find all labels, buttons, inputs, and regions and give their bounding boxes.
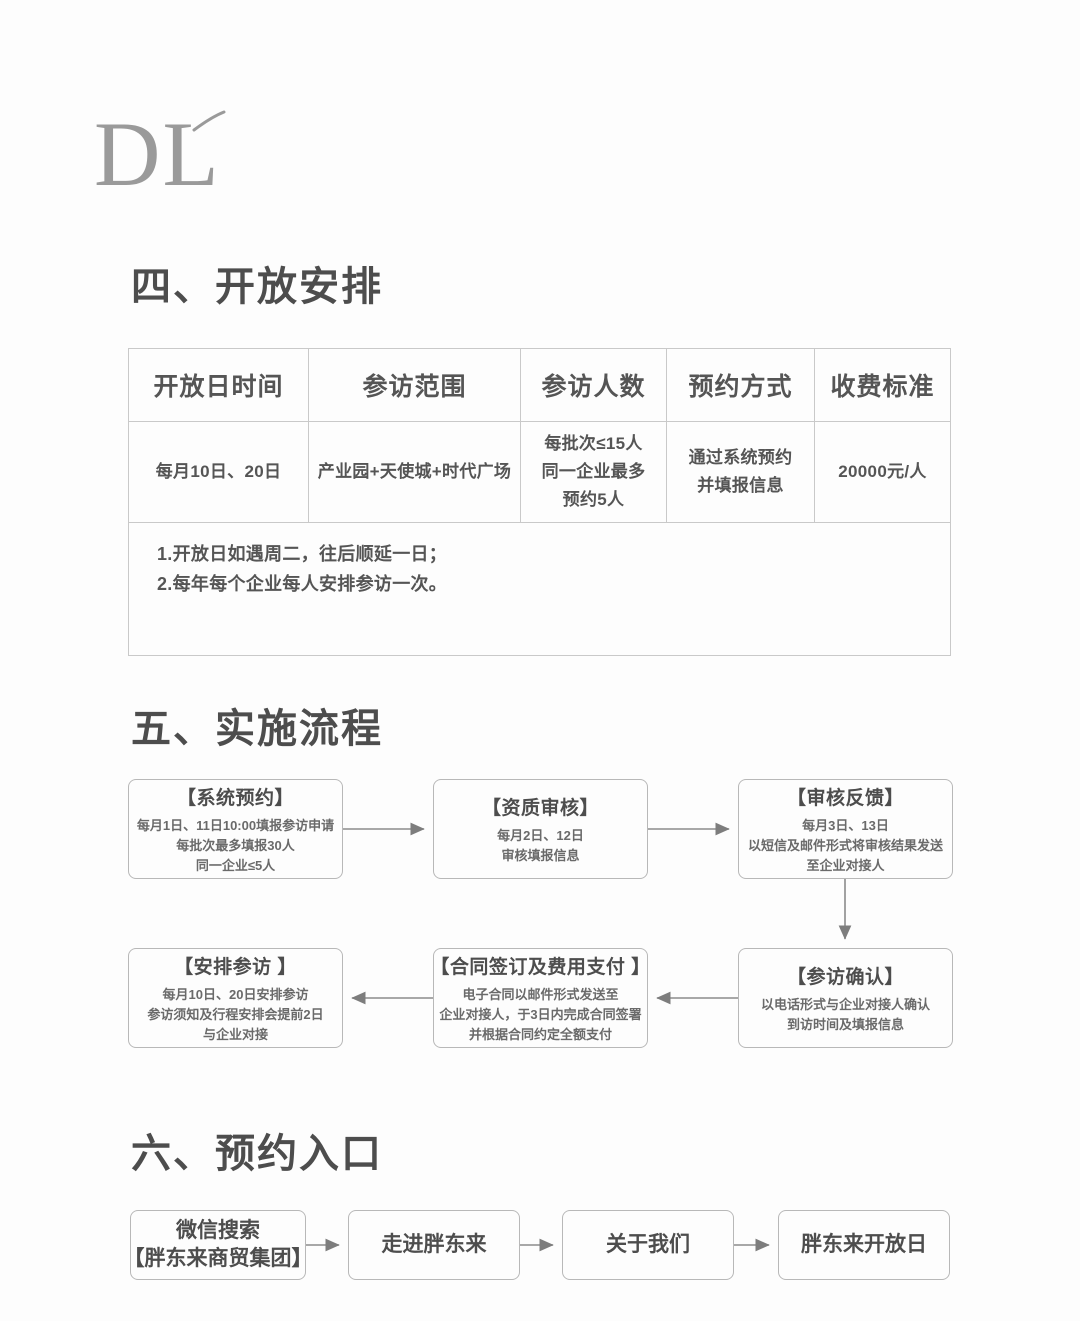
process-step-title: 【资质审核】 xyxy=(481,797,599,819)
table-note-2: 2.每年每个企业每人安排参访一次。 xyxy=(157,574,448,594)
process-step-title: 【系统预约】 xyxy=(176,787,294,809)
cell-headcount: 每批次≤15人 同一企业最多 预约5人 xyxy=(520,421,667,523)
table-header-fee: 收费标准 xyxy=(814,348,951,422)
process-step-line: 每月1日、11日10:00填报参访申请 xyxy=(136,817,335,833)
process-step-arrange-visit: 【安排参访 】 每月10日、20日安排参访 参访须知及行程安排会提前2日 与企业… xyxy=(128,948,343,1048)
table-notes-row: 1.开放日如遇周二，往后顺延一日； 2.每年每个企业每人安排参访一次。 xyxy=(128,522,951,656)
process-step-qualification-review: 【资质审核】 每月2日、12日 审核填报信息 xyxy=(433,779,648,879)
brand-logo: DL xyxy=(94,104,354,214)
process-step-line: 企业对接人，于3日内完成合同签署 xyxy=(439,1006,642,1022)
entry-step-about-us: 关于我们 xyxy=(562,1210,734,1280)
process-step-line: 至企业对接人 xyxy=(806,857,885,873)
logo-text: DL xyxy=(94,103,221,205)
process-step-line: 参访须知及行程安排会提前2日 xyxy=(147,1006,324,1022)
process-step-line: 与企业对接 xyxy=(202,1026,268,1042)
process-step-line: 每月2日、12日 xyxy=(497,827,584,843)
cell-booking-line-1: 通过系统预约 xyxy=(688,448,793,467)
process-step-title: 【参访确认】 xyxy=(786,966,904,988)
process-step-line: 同一企业≤5人 xyxy=(195,857,276,873)
table-header-open-day: 开放日时间 xyxy=(128,348,309,422)
entry-step-line: 走进胖东来 xyxy=(381,1233,487,1256)
table-header-headcount: 参访人数 xyxy=(520,348,667,422)
table-header-scope: 参访范围 xyxy=(308,348,521,422)
entry-step-line: 关于我们 xyxy=(606,1233,690,1256)
cell-headcount-line-2: 同一企业最多 xyxy=(541,462,646,481)
table-row: 每月10日、20日 产业园+天使城+时代广场 每批次≤15人 同一企业最多 预约… xyxy=(128,421,951,523)
process-step-contract-and-payment: 【合同签订及费用支付 】 电子合同以邮件形式发送至 企业对接人，于3日内完成合同… xyxy=(430,948,651,1048)
entry-step-line: 胖东来开放日 xyxy=(801,1233,927,1256)
entry-step-line: 微信搜索 xyxy=(176,1219,260,1242)
process-step-system-booking: 【系统预约】 每月1日、11日10:00填报参访申请 每批次最多填报30人 同一… xyxy=(128,779,343,879)
process-step-line: 到访时间及填报信息 xyxy=(786,1016,904,1032)
process-step-title: 【合同签订及费用支付 】 xyxy=(430,956,651,978)
process-step-line: 每批次最多填报30人 xyxy=(176,837,295,853)
process-step-line: 以电话形式与企业对接人确认 xyxy=(760,996,930,1012)
entry-step-open-day: 胖东来开放日 xyxy=(778,1210,950,1280)
process-step-line: 电子合同以邮件形式发送至 xyxy=(462,986,619,1002)
process-step-line: 每月3日、13日 xyxy=(802,817,889,833)
cell-fee: 20000元/人 xyxy=(814,421,951,523)
cell-open-day: 每月10日、20日 xyxy=(128,421,309,523)
table-notes: 1.开放日如遇周二，往后顺延一日； 2.每年每个企业每人安排参访一次。 xyxy=(128,522,951,656)
process-step-line: 每月10日、20日安排参访 xyxy=(162,986,309,1002)
cell-headcount-line-1: 每批次≤15人 xyxy=(544,434,643,453)
entry-step-enter-pangdonglai: 走进胖东来 xyxy=(348,1210,520,1280)
table-header-booking: 预约方式 xyxy=(666,348,815,422)
section-heading-process: 五、实施流程 xyxy=(131,707,383,751)
process-step-visit-confirmation: 【参访确认】 以电话形式与企业对接人确认 到访时间及填报信息 xyxy=(738,948,953,1048)
cell-headcount-line-3: 预约5人 xyxy=(562,490,625,509)
process-step-line: 以短信及邮件形式将审核结果发送 xyxy=(747,837,943,853)
process-step-line: 并根据合同约定全额支付 xyxy=(468,1026,612,1042)
process-step-line: 审核填报信息 xyxy=(501,847,580,863)
process-step-title: 【审核反馈】 xyxy=(786,787,904,809)
entry-step-line: 【胖东来商贸集团】 xyxy=(123,1247,313,1270)
section-heading-schedule: 四、开放安排 xyxy=(131,265,383,309)
cell-booking: 通过系统预约 并填报信息 xyxy=(666,421,815,523)
table-note-1: 1.开放日如遇周二，往后顺延一日； xyxy=(157,544,448,564)
cell-booking-line-2: 并填报信息 xyxy=(697,476,784,495)
process-step-review-feedback: 【审核反馈】 每月3日、13日 以短信及邮件形式将审核结果发送 至企业对接人 xyxy=(738,779,953,879)
section-heading-entry: 六、预约入口 xyxy=(131,1132,383,1176)
entry-step-wechat-search: 微信搜索 【胖东来商贸集团】 xyxy=(124,1210,313,1280)
table-header-row: 开放日时间 参访范围 参访人数 预约方式 收费标准 xyxy=(128,348,951,422)
cell-scope: 产业园+天使城+时代广场 xyxy=(308,421,521,523)
process-step-title: 【安排参访 】 xyxy=(174,956,297,978)
open-day-schedule-table: 开放日时间 参访范围 参访人数 预约方式 收费标准 每月10日、20日 产业园+… xyxy=(128,348,951,656)
